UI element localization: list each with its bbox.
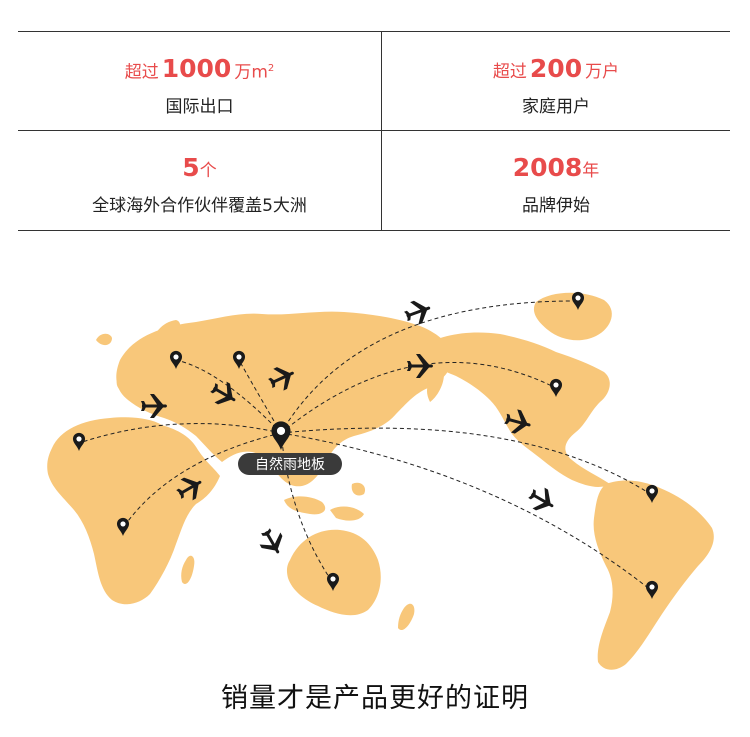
hub-label-background xyxy=(238,453,342,475)
airplane-icon xyxy=(255,524,289,560)
landmasses xyxy=(47,292,714,670)
stat-prefix: 超过 xyxy=(124,62,159,83)
stat-value: 2008年 xyxy=(382,153,730,183)
stat-number: 1000 xyxy=(161,54,232,84)
route-argentina xyxy=(280,432,653,592)
land-greenland xyxy=(533,292,612,341)
table-divider-vertical xyxy=(381,32,382,230)
land-north-america xyxy=(420,332,610,487)
route-south-africa xyxy=(122,432,282,529)
stat-founded: 2008年 品牌伊始 xyxy=(382,131,730,229)
stat-unit: 个 xyxy=(199,161,217,181)
stat-prefix: 超过 xyxy=(492,62,527,82)
stat-description: 国际出口 xyxy=(165,97,234,117)
stat-unit: 万m xyxy=(234,62,268,83)
land-eurasia xyxy=(116,311,452,487)
route-north-africa xyxy=(78,423,282,444)
stat-description: 品牌伊始 xyxy=(522,196,590,216)
land-south-america xyxy=(593,480,714,670)
airplane-icon xyxy=(524,483,560,517)
land-australia xyxy=(286,529,381,616)
land-uk xyxy=(116,369,131,391)
stat-number: 5 xyxy=(182,153,200,182)
land-iceland xyxy=(96,333,112,346)
hub-label: 自然雨地板 xyxy=(238,453,342,475)
stat-number: 200 xyxy=(529,54,583,83)
land-madagascar xyxy=(181,555,195,585)
route-australia xyxy=(280,432,334,584)
stat-partners: 5个 全球海外合作伙伴覆盖5大洲 xyxy=(18,131,381,229)
land-japan xyxy=(427,369,444,402)
hub-label-text: 自然雨地板 xyxy=(255,456,325,473)
land-africa xyxy=(47,417,220,605)
slogan-caption: 销量才是产品更好的证明 xyxy=(221,683,529,714)
world-map: 自然雨地板 xyxy=(47,291,714,670)
route-brazil xyxy=(280,427,653,496)
stat-value: 5个 xyxy=(18,153,381,183)
stat-number: 2008 xyxy=(512,153,583,182)
stat-description: 全球海外合作伙伴覆盖5大洲 xyxy=(92,196,307,216)
land-scandinavia xyxy=(150,320,181,355)
stat-description: 家庭用户 xyxy=(522,97,590,117)
stat-unit-superscript: 2 xyxy=(267,63,275,74)
land-new-zealand xyxy=(398,603,415,631)
stat-unit: 万户 xyxy=(585,62,620,82)
land-islands xyxy=(284,482,366,521)
table-divider-horizontal xyxy=(18,130,730,131)
stat-unit: 年 xyxy=(582,161,600,181)
